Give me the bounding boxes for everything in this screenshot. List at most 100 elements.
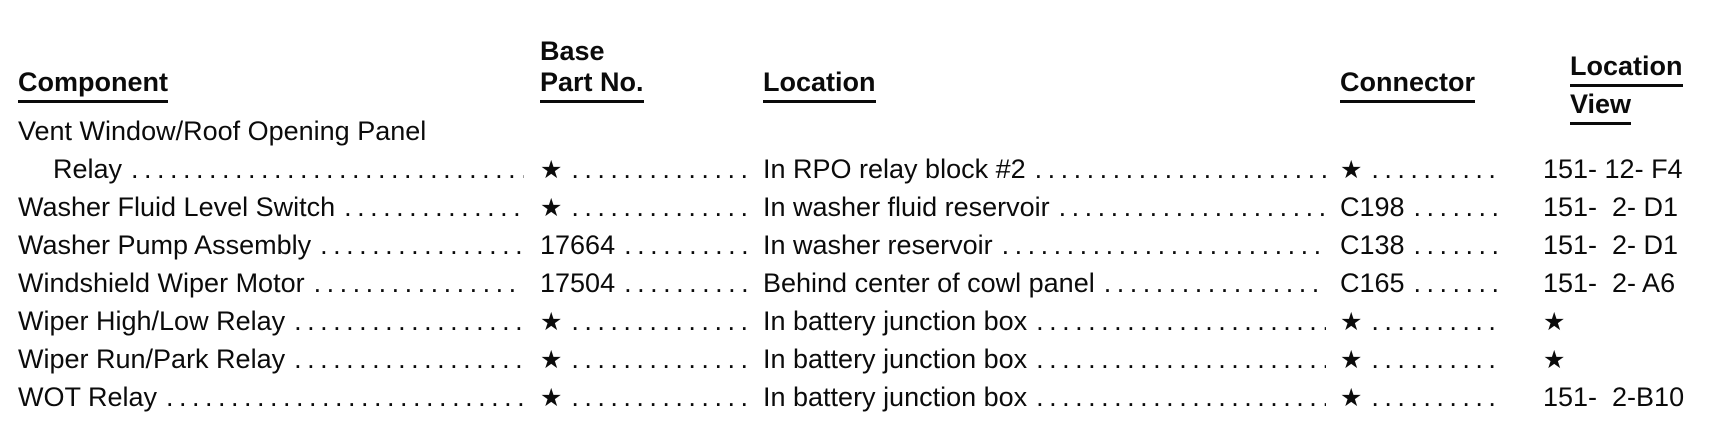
location-value: In battery junction box: [763, 306, 1028, 336]
table-row: Washer Fluid Level Switch ★ In washer fl…: [0, 188, 1714, 226]
dot-leader: [562, 150, 749, 188]
component-cell: Washer Fluid Level Switch: [0, 188, 540, 226]
location-view-cell: 151- 2- D1: [1525, 188, 1714, 226]
dot-leader: [562, 302, 749, 340]
part-no-value: 17504: [540, 268, 616, 298]
table-row: Washer Pump Assembly 17664 In washer res…: [0, 226, 1714, 264]
dot-leader: [1405, 188, 1503, 226]
location-view-value: 151- 2- D1: [1543, 192, 1679, 222]
table-header: Component Base Part No. Location Connect…: [0, 0, 1714, 125]
dot-leader: [1027, 340, 1326, 378]
dot-leader: [1026, 150, 1326, 188]
component-name: Washer Fluid Level Switch: [18, 192, 336, 222]
location-cell: In RPO relay block #2: [763, 150, 1340, 188]
location-cell: Behind center of cowl panel: [763, 264, 1340, 302]
part-no-cell: ★: [540, 150, 763, 189]
dot-leader: [305, 264, 524, 302]
header-connector-cell: Connector: [1340, 67, 1525, 103]
header-location-view: Location View: [1570, 51, 1714, 127]
location-cell: In washer fluid reservoir: [763, 188, 1340, 226]
connector-cell: ★: [1340, 150, 1525, 189]
header-location-cell: Location: [763, 67, 1340, 103]
connector-cell: C138: [1340, 226, 1525, 264]
dot-leader: [1405, 226, 1503, 264]
part-no-value: ★: [540, 194, 563, 222]
dot-leader: [1362, 378, 1503, 416]
component-cell: Washer Pump Assembly: [0, 226, 540, 264]
location-cell: In battery junction box: [763, 340, 1340, 378]
connector-value: ★: [1340, 346, 1363, 374]
header-component: Component: [18, 67, 168, 103]
component-cell: Wiper Run/Park Relay: [0, 340, 540, 378]
location-cell: In washer reservoir: [763, 226, 1340, 264]
dot-leader: [122, 150, 524, 188]
location-view-value: ★: [1543, 308, 1566, 336]
part-no-cell: ★: [540, 302, 763, 341]
part-no-cell: ★: [540, 378, 763, 417]
location-cell: In battery junction box: [763, 378, 1340, 416]
dot-leader: [562, 340, 749, 378]
location-view-value: 151- 2- D1: [1543, 230, 1679, 260]
connector-value: C198: [1340, 192, 1405, 222]
table-body: Vent Window/Roof Opening Panel Relay ★ I…: [0, 112, 1714, 416]
connector-cell: C165: [1340, 264, 1525, 302]
header-component-cell: Component: [0, 67, 540, 103]
dot-leader: [993, 226, 1326, 264]
dot-leader: [1405, 264, 1503, 302]
connector-value: ★: [1340, 308, 1363, 336]
dot-leader: [562, 188, 749, 226]
connector-cell: ★: [1340, 378, 1525, 417]
component-name: Washer Pump Assembly: [18, 230, 312, 260]
dot-leader: [615, 264, 749, 302]
dot-leader: [1027, 378, 1326, 416]
dot-leader: [285, 302, 524, 340]
header-location-view-cell: Location View: [1525, 27, 1714, 125]
component-cell: Relay: [0, 150, 540, 188]
component-cell: Wiper High/Low Relay: [0, 302, 540, 340]
component-cell: WOT Relay: [0, 378, 540, 416]
dot-leader: [335, 188, 524, 226]
dot-leader: [1362, 340, 1503, 378]
location-view-value: ★: [1543, 346, 1566, 374]
dot-leader: [615, 226, 749, 264]
dot-leader: [1050, 188, 1326, 226]
location-value: In washer fluid reservoir: [763, 192, 1050, 222]
header-location: Location: [763, 67, 876, 103]
table-row: Relay ★ In RPO relay block #2 ★ 151- 12-…: [0, 150, 1714, 188]
table-row: Wiper Run/Park Relay ★ In battery juncti…: [0, 340, 1714, 378]
table-row: Wiper High/Low Relay ★ In battery juncti…: [0, 302, 1714, 340]
header-base: Base: [540, 36, 605, 66]
component-name: Wiper High/Low Relay: [18, 306, 286, 336]
part-no-cell: ★: [540, 340, 763, 379]
dot-leader: [285, 340, 524, 378]
table-row: Windshield Wiper Motor 17504 Behind cent…: [0, 264, 1714, 302]
part-no-value: 17664: [540, 230, 616, 260]
dot-leader: [1362, 302, 1503, 340]
location-view-cell: 151- 12- F4: [1525, 150, 1714, 188]
connector-value: ★: [1340, 384, 1363, 412]
component-name: WOT Relay: [18, 382, 158, 412]
location-view-cell: ★: [1525, 303, 1714, 341]
location-view-value: 151- 2- A6: [1543, 268, 1676, 298]
header-part-no: Part No.: [540, 67, 644, 103]
dot-leader: [311, 226, 524, 264]
header-location-view-line2: View: [1570, 89, 1632, 125]
location-view-cell: ★: [1525, 341, 1714, 379]
connector-value: C138: [1340, 230, 1405, 260]
location-view-cell: 151- 2-B10: [1525, 378, 1714, 416]
component-cell: Windshield Wiper Motor: [0, 264, 540, 302]
connector-value: C165: [1340, 268, 1405, 298]
location-view-value: 151- 12- F4: [1543, 154, 1683, 184]
location-view-value: 151- 2-B10: [1543, 382, 1685, 412]
connector-value: ★: [1340, 156, 1363, 184]
part-no-cell: 17664: [540, 226, 763, 264]
location-value: Behind center of cowl panel: [763, 268, 1095, 298]
location-cell: In battery junction box: [763, 302, 1340, 340]
part-no-value: ★: [540, 346, 563, 374]
part-no-cell: 17504: [540, 264, 763, 302]
location-view-cell: 151- 2- A6: [1525, 264, 1714, 302]
location-value: In RPO relay block #2: [763, 154, 1026, 184]
connector-cell: ★: [1340, 340, 1525, 379]
component-name: Windshield Wiper Motor: [18, 268, 305, 298]
